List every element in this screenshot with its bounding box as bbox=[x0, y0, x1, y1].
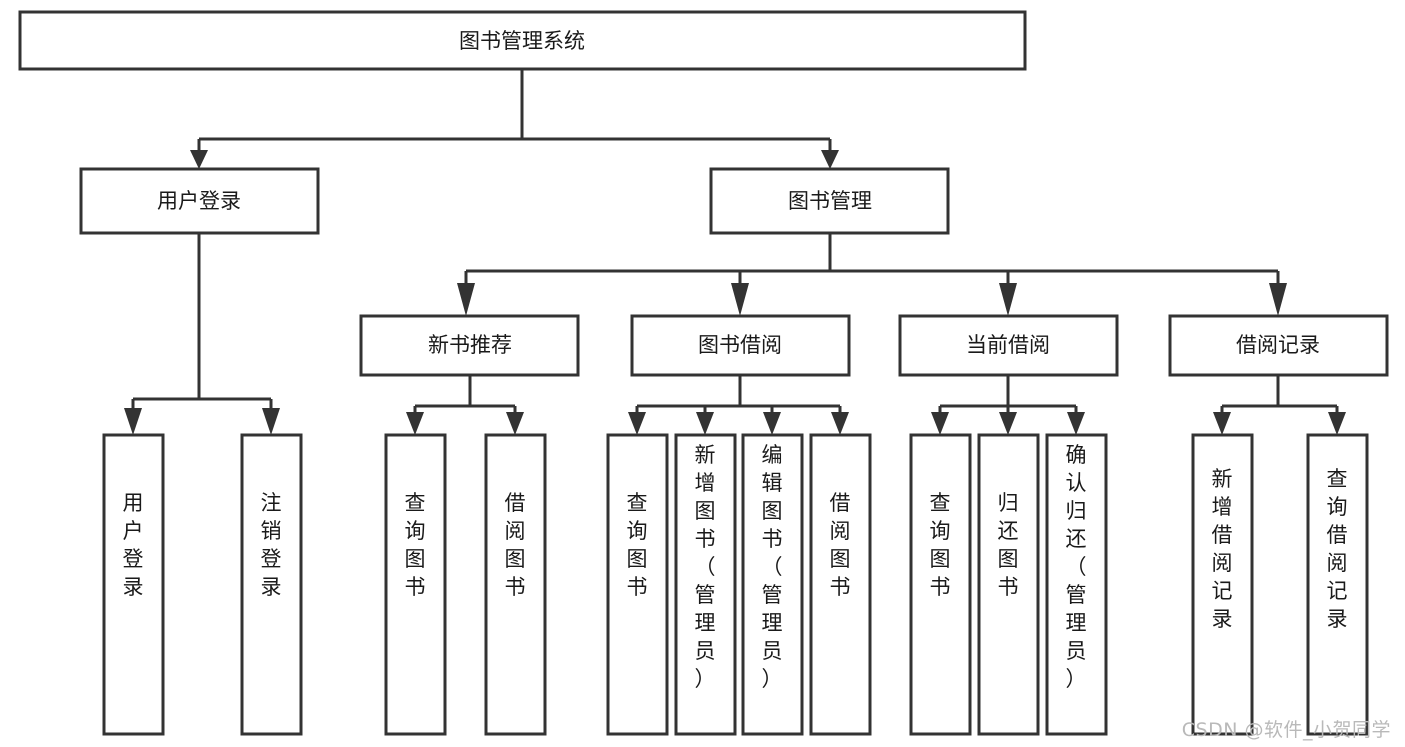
node-label-current: 当前借阅 bbox=[966, 333, 1050, 357]
node-leaf-8[interactable]: 借阅图书 bbox=[809, 433, 872, 736]
node-label-leaf-6: 新增图书（管理员） bbox=[695, 443, 716, 691]
node-leaf-2[interactable]: 注销登录 bbox=[240, 433, 303, 736]
node-label-leaf-7: 编辑图书（管理员） bbox=[762, 443, 783, 691]
node-label-leaf-10: 归还图书 bbox=[998, 491, 1019, 599]
node-leaf-11[interactable]: 确认归还（管理员） bbox=[1045, 433, 1108, 736]
node-label-leaf-9: 查询图书 bbox=[930, 491, 951, 599]
node-label-leaf-4: 借阅图书 bbox=[505, 491, 526, 599]
node-root[interactable]: 图书管理系统 bbox=[18, 10, 1027, 71]
node-leaf-1[interactable]: 用户登录 bbox=[102, 433, 165, 736]
node-newbook[interactable]: 新书推荐 bbox=[359, 314, 580, 377]
node-label-leaf-5: 查询图书 bbox=[627, 491, 648, 599]
node-leaf-10[interactable]: 归还图书 bbox=[977, 433, 1040, 736]
connector-bookmgmt-to-level3 bbox=[457, 233, 1287, 316]
connector-borrow-to-leaves bbox=[628, 375, 849, 435]
connector-login-to-leaves bbox=[124, 233, 280, 435]
node-leaf-13[interactable]: 查询借阅记录 bbox=[1306, 433, 1369, 736]
node-label-leaf-2: 注销登录 bbox=[261, 491, 282, 599]
node-label-root: 图书管理系统 bbox=[459, 29, 585, 53]
node-current[interactable]: 当前借阅 bbox=[898, 314, 1119, 377]
node-label-leaf-8: 借阅图书 bbox=[830, 491, 851, 599]
node-leaf-5[interactable]: 查询图书 bbox=[606, 433, 669, 736]
node-bookmgmt[interactable]: 图书管理 bbox=[709, 167, 950, 235]
node-records[interactable]: 借阅记录 bbox=[1168, 314, 1389, 377]
node-borrow[interactable]: 图书借阅 bbox=[630, 314, 851, 377]
node-label-newbook: 新书推荐 bbox=[428, 333, 512, 357]
node-leaf-12[interactable]: 新增借阅记录 bbox=[1191, 433, 1254, 736]
node-label-borrow: 图书借阅 bbox=[698, 333, 782, 357]
connector-records-to-leaves bbox=[1213, 375, 1346, 435]
node-label-leaf-11: 确认归还（管理员） bbox=[1066, 443, 1087, 691]
connector-newbook-to-leaves bbox=[406, 375, 524, 435]
node-label-leaf-13: 查询借阅记录 bbox=[1327, 467, 1348, 631]
connector-current-to-leaves bbox=[931, 375, 1085, 435]
node-leaf-7[interactable]: 编辑图书（管理员） bbox=[741, 433, 804, 736]
node-label-bookmgmt: 图书管理 bbox=[788, 189, 872, 213]
connector-root-to-level2 bbox=[190, 69, 839, 169]
node-label-leaf-1: 用户登录 bbox=[123, 491, 144, 599]
node-leaf-9[interactable]: 查询图书 bbox=[909, 433, 972, 736]
node-label-login: 用户登录 bbox=[157, 189, 241, 213]
node-label-records: 借阅记录 bbox=[1236, 333, 1320, 357]
node-label-leaf-12: 新增借阅记录 bbox=[1212, 467, 1233, 631]
node-login[interactable]: 用户登录 bbox=[79, 167, 320, 235]
node-leaf-3[interactable]: 查询图书 bbox=[384, 433, 447, 736]
node-label-leaf-3: 查询图书 bbox=[405, 491, 426, 599]
node-leaf-6[interactable]: 新增图书（管理员） bbox=[674, 433, 737, 736]
node-leaf-4[interactable]: 借阅图书 bbox=[484, 433, 547, 736]
